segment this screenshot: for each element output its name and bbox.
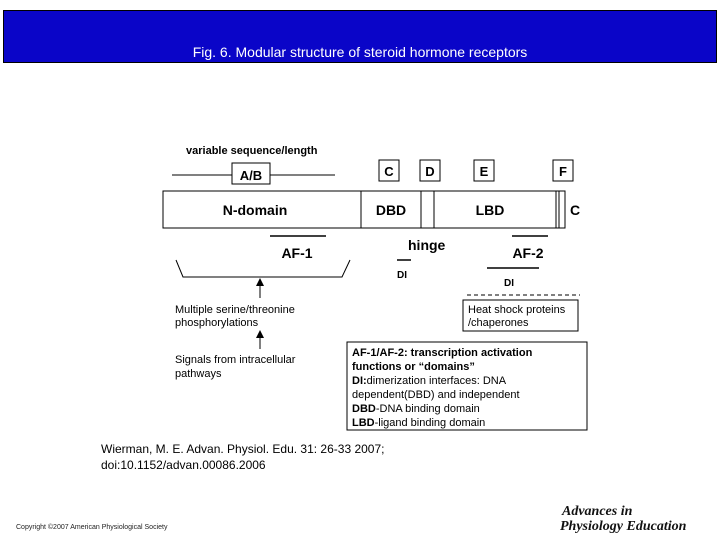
di-left-label: DI [397, 270, 407, 281]
heat-shock-text-line1: Heat shock proteins [468, 304, 566, 316]
receptor-bar [162, 190, 566, 229]
d-box-label: D [425, 164, 434, 179]
phospho-arrow-head [256, 278, 264, 286]
copyright-notice: Copyright ©2007 American Physiological S… [16, 524, 168, 531]
n-domain-bracket [175, 259, 351, 278]
citation: Wierman, M. E. Advan. Physiol. Edu. 31: … [101, 441, 384, 473]
c-box [378, 159, 400, 182]
c-terminus-label: C [570, 202, 580, 218]
heat-shock-text-line2: /chaperones [468, 317, 529, 329]
phospho-text-line1: Multiple serine/threonine [175, 304, 295, 316]
legend-line-2: functions or “domains” [352, 361, 475, 373]
f-box [552, 159, 574, 182]
figure-title: Fig. 6. Modular structure of steroid hor… [192, 44, 528, 60]
n-domain-label: N-domain [223, 202, 288, 218]
af2-label: AF-2 [512, 245, 543, 261]
legend-line-4: dependent(DBD) and independent [352, 389, 520, 401]
di-right-label: DI [504, 278, 514, 289]
citation-line2: doi:10.1152/advan.00086.2006 [101, 458, 266, 472]
d-box [419, 159, 441, 182]
legend-line-6: LBD-ligand binding domain [352, 417, 485, 429]
variable-sequence-label: variable sequence/length [186, 145, 318, 157]
af1-label: AF-1 [281, 245, 312, 261]
legend-line-1: AF-1/AF-2: transcription activation [352, 347, 533, 359]
e-box [473, 159, 495, 182]
journal-logo-line1: Advances in [562, 504, 633, 519]
e-box-label: E [480, 164, 489, 179]
legend-line-3: DI:dimerization interfaces: DNA [352, 375, 507, 387]
f-box-label: F [559, 164, 567, 179]
ab-label: A/B [240, 168, 262, 183]
c-box-label: C [384, 164, 394, 179]
signals-text-line2: pathways [175, 368, 222, 380]
citation-line1: Wierman, M. E. Advan. Physiol. Edu. 31: … [101, 442, 385, 456]
dbd-label: DBD [376, 202, 406, 218]
title-banner: Fig. 6. Modular structure of steroid hor… [3, 10, 717, 63]
legend-line-5: DBD-DNA binding domain [352, 403, 480, 415]
journal-logo-line2: Physiology Education [560, 519, 687, 534]
hinge-label: hinge [408, 237, 446, 253]
legend-box [346, 341, 588, 431]
lbd-label: LBD [476, 202, 505, 218]
ab-box [231, 162, 271, 185]
signals-arrow-head [256, 330, 264, 338]
phospho-text-line2: phosphorylations [175, 317, 259, 329]
journal-logo: Advances in Physiology Education [560, 504, 716, 534]
heat-shock-box [462, 299, 579, 332]
signals-text-line1: Signals from intracellular [175, 354, 296, 366]
